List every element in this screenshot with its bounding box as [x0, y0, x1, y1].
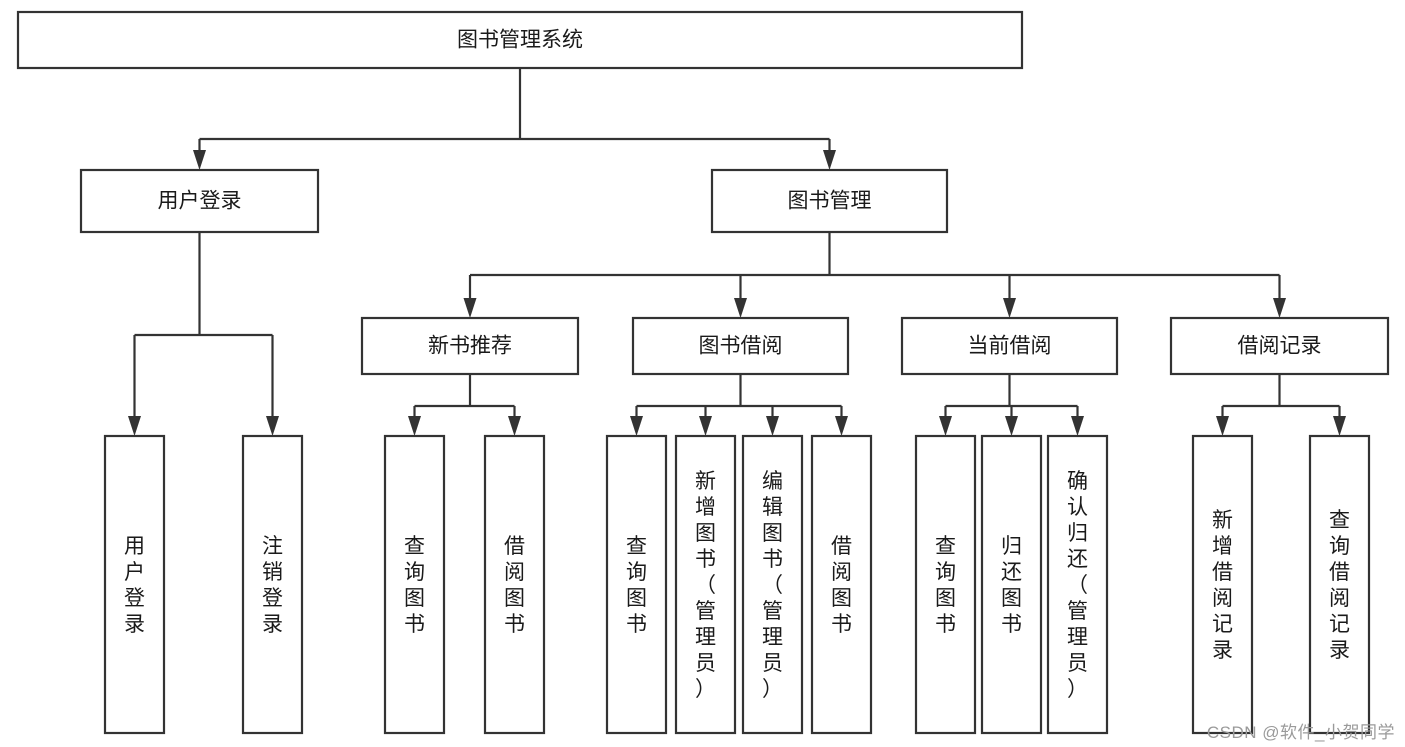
- node-box-leaf-edit-book-admin: [741, 434, 804, 735]
- edge-userlogin-to-leaves: [128, 232, 279, 436]
- node-box-current-borrow: [900, 316, 1119, 376]
- node-box-book-borrow: [631, 316, 850, 376]
- node-box-root: [16, 10, 1024, 70]
- arrow-head-icon: [1071, 416, 1084, 436]
- arrow-head-icon: [408, 416, 421, 436]
- node-label-leaf-add-book-admin: 新增图书（管理员）: [695, 470, 716, 701]
- arrow-head-icon: [463, 298, 477, 318]
- node-box-leaf-query-book-current: [914, 434, 977, 735]
- node-leaf-borrow-book-recommend: 借阅图书: [483, 434, 546, 735]
- node-box-leaf-confirm-return-admin: [1046, 434, 1109, 735]
- node-label-leaf-confirm-return-admin: 确认归还（管理员）: [1067, 470, 1088, 701]
- node-label-leaf-return-book: 归还图书: [1001, 535, 1022, 636]
- node-label-book-manage: 图书管理: [788, 190, 872, 213]
- edge-record-to-leaves: [1216, 374, 1346, 436]
- arrow-head-icon: [1003, 298, 1016, 318]
- node-label-leaf-edit-book-admin: 编辑图书（管理员）: [762, 470, 783, 701]
- node-box-borrow-record: [1169, 316, 1390, 376]
- node-box-leaf-user-logout: [241, 434, 304, 735]
- arrow-head-icon: [266, 416, 279, 436]
- node-box-book-manage: [710, 168, 949, 234]
- node-box-leaf-user-login: [103, 434, 166, 735]
- arrow-head-icon: [699, 416, 712, 436]
- node-leaf-query-book-current: 查询图书: [914, 434, 977, 735]
- node-label-new-book-recommend: 新书推荐: [428, 335, 512, 358]
- node-label-user-login: 用户登录: [158, 190, 242, 213]
- node-leaf-query-book-borrow: 查询图书: [605, 434, 668, 735]
- node-leaf-confirm-return-admin: 确认归还（管理员）: [1046, 434, 1109, 735]
- node-label-leaf-add-borrow-record: 新增借阅记录: [1212, 509, 1233, 662]
- node-label-leaf-borrow-book-recommend: 借阅图书: [504, 535, 525, 636]
- arrow-head-icon: [939, 416, 952, 436]
- node-label-root: 图书管理系统: [457, 29, 583, 52]
- arrow-head-icon: [1273, 298, 1286, 318]
- node-label-leaf-query-book-recommend: 查询图书: [404, 535, 425, 636]
- arrow-head-icon: [823, 150, 836, 170]
- node-box-leaf-query-book-recommend: [383, 434, 446, 735]
- arrow-head-icon: [1333, 416, 1346, 436]
- edge-current-to-leaves: [939, 374, 1084, 436]
- node-current-borrow: 当前借阅: [900, 316, 1119, 376]
- node-label-current-borrow: 当前借阅: [968, 335, 1052, 358]
- node-leaf-query-borrow-record: 查询借阅记录: [1308, 434, 1371, 735]
- node-label-leaf-query-borrow-record: 查询借阅记录: [1329, 509, 1350, 662]
- node-box-leaf-borrow-book-recommend: [483, 434, 546, 735]
- arrow-head-icon: [1005, 416, 1018, 436]
- node-box-leaf-add-book-admin: [674, 434, 737, 735]
- node-label-leaf-user-login: 用户登录: [124, 535, 145, 636]
- node-box-leaf-query-borrow-record: [1308, 434, 1371, 735]
- node-box-user-login: [79, 168, 320, 234]
- node-label-leaf-query-book-current: 查询图书: [935, 535, 956, 636]
- node-root: 图书管理系统: [16, 10, 1024, 70]
- node-leaf-query-book-recommend: 查询图书: [383, 434, 446, 735]
- node-box-leaf-add-borrow-record: [1191, 434, 1254, 735]
- arrow-head-icon: [508, 416, 521, 436]
- arrow-head-icon: [128, 416, 141, 436]
- edge-root-to-level2: [193, 68, 836, 170]
- node-label-book-borrow: 图书借阅: [699, 335, 783, 358]
- edges-layer: [128, 68, 1346, 436]
- node-leaf-user-logout: 注销登录: [241, 434, 304, 735]
- watermark-text: CSDN @软件_小贺同学: [1206, 723, 1395, 742]
- arrow-head-icon: [835, 416, 848, 436]
- node-borrow-record: 借阅记录: [1169, 316, 1390, 376]
- nodes-layer: 图书管理系统用户登录图书管理新书推荐图书借阅当前借阅借阅记录用户登录注销登录查询…: [16, 10, 1390, 735]
- arrow-head-icon: [1216, 416, 1229, 436]
- node-label-leaf-borrow-book: 借阅图书: [831, 535, 852, 636]
- node-box-leaf-borrow-book: [810, 434, 873, 735]
- node-leaf-user-login: 用户登录: [103, 434, 166, 735]
- node-leaf-edit-book-admin: 编辑图书（管理员）: [741, 434, 804, 735]
- node-book-manage: 图书管理: [710, 168, 949, 234]
- edge-recommend-to-leaves: [408, 374, 521, 436]
- edge-bookmanage-to-level3: [463, 232, 1286, 318]
- arrow-head-icon: [630, 416, 643, 436]
- node-leaf-add-borrow-record: 新增借阅记录: [1191, 434, 1254, 735]
- node-user-login: 用户登录: [79, 168, 320, 234]
- node-label-leaf-query-book-borrow: 查询图书: [626, 535, 647, 636]
- edge-borrow-to-leaves: [630, 374, 848, 436]
- node-new-book-recommend: 新书推荐: [360, 316, 580, 376]
- node-leaf-borrow-book: 借阅图书: [810, 434, 873, 735]
- node-label-borrow-record: 借阅记录: [1238, 335, 1322, 358]
- arrow-head-icon: [734, 298, 747, 318]
- node-box-leaf-return-book: [980, 434, 1043, 735]
- node-leaf-add-book-admin: 新增图书（管理员）: [674, 434, 737, 735]
- node-leaf-return-book: 归还图书: [980, 434, 1043, 735]
- arrow-head-icon: [766, 416, 779, 436]
- node-box-leaf-query-book-borrow: [605, 434, 668, 735]
- node-label-leaf-user-logout: 注销登录: [262, 535, 283, 636]
- arrow-head-icon: [193, 150, 206, 170]
- node-book-borrow: 图书借阅: [631, 316, 850, 376]
- node-box-new-book-recommend: [360, 316, 580, 376]
